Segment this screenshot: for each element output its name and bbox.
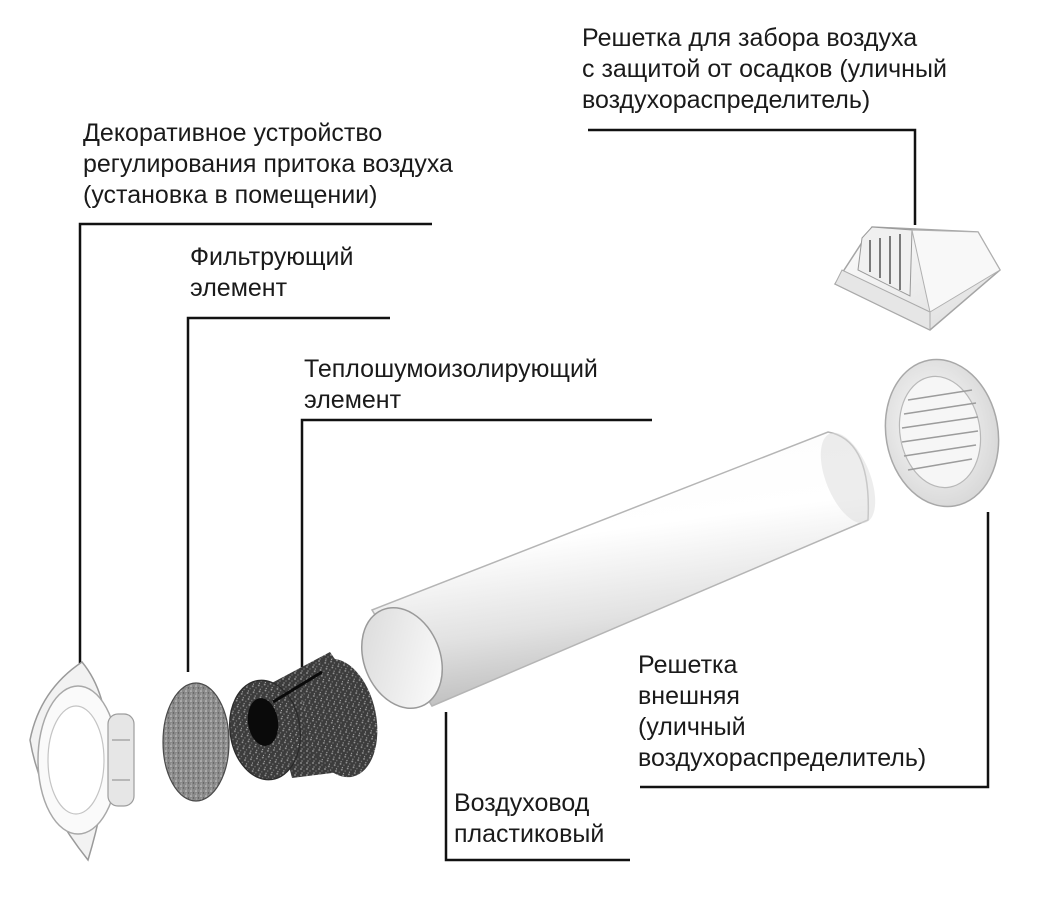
label-decorative-device: Декоративное устройство регулирования пр… (83, 118, 453, 211)
label-line: Теплошумоизолирующий (304, 354, 598, 385)
label-filter-element: Фильтрующий элемент (190, 242, 353, 304)
label-line: с защитой от осадков (уличный (582, 54, 947, 85)
label-external-grille: Решетка внешняя (уличный воздухораспреде… (638, 650, 926, 774)
decorative-device-part (30, 662, 134, 860)
label-line: воздухораспределитель) (638, 743, 926, 774)
label-line: пластиковый (454, 819, 604, 850)
external-grille-part (874, 350, 1010, 515)
label-outdoor-intake: Решетка для забора воздуха с защитой от … (582, 23, 947, 116)
label-line: элемент (304, 385, 598, 416)
label-line: (установка в помещении) (83, 180, 453, 211)
label-line: (уличный (638, 712, 926, 743)
label-line: воздухораспределитель) (582, 85, 947, 116)
label-line: Решетка для забора воздуха (582, 23, 947, 54)
label-line: регулирования притока воздуха (83, 149, 453, 180)
label-plastic-duct: Воздуховод пластиковый (454, 788, 604, 850)
label-line: элемент (190, 273, 353, 304)
label-line: Фильтрующий (190, 242, 353, 273)
label-line: внешняя (638, 681, 926, 712)
outdoor-intake-part (835, 227, 1000, 330)
insulation-element-part (223, 652, 387, 785)
label-line: Декоративное устройство (83, 118, 453, 149)
label-line: Воздуховод (454, 788, 604, 819)
leader-outdoor-intake (588, 130, 915, 225)
filter-element-part (163, 683, 229, 801)
label-line: Решетка (638, 650, 926, 681)
label-insulation-element: Теплошумоизолирующий элемент (304, 354, 598, 416)
